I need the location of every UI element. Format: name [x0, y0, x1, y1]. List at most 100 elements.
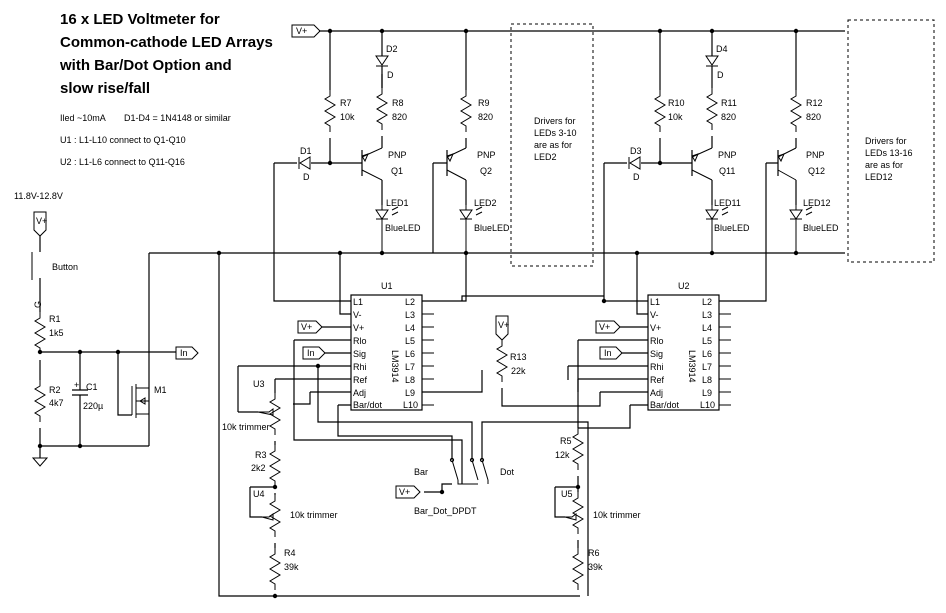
q11-ref: Q11 — [719, 166, 735, 176]
svg-text:V+: V+ — [498, 320, 509, 330]
vplus-flag-r13: V+ — [495, 315, 509, 341]
mosfet-m1 — [117, 253, 150, 446]
trimmer-u4 — [249, 486, 281, 548]
ic-u1: U1 L1 V- V+ Rlo Sig Rhi Ref Adj Bar/dot … — [350, 281, 434, 411]
c1-value: 220µ — [83, 401, 103, 411]
r11-value: 820 — [721, 112, 736, 122]
q2-type: PNP — [477, 150, 496, 160]
drivers-a-line2: LEDs 3-10 — [534, 128, 577, 138]
svg-text:Rhi: Rhi — [650, 362, 664, 372]
u4-ref: U4 — [253, 489, 265, 499]
u3-value: 10k trimmer — [222, 422, 270, 432]
led12-ref: LED12 — [803, 198, 831, 208]
svg-text:Button: Button — [52, 262, 78, 272]
r12-ref: R12 — [806, 98, 823, 108]
svg-text:V+: V+ — [353, 323, 364, 333]
r5-value: 12k — [555, 450, 570, 460]
r9-ref: R9 — [478, 98, 490, 108]
note-current: Iled ~10mA — [60, 113, 106, 123]
svg-text:Sig: Sig — [353, 349, 366, 359]
note-u1: U1 : L1-L10 connect to Q1-Q10 — [60, 135, 186, 145]
svg-text:V+: V+ — [599, 322, 610, 332]
d1-ref: D1 — [300, 146, 312, 156]
led2-ref: LED2 — [474, 198, 497, 208]
in-flag: In — [175, 346, 199, 360]
u5-ref: U5 — [561, 489, 573, 499]
resistor-r2 — [34, 379, 46, 423]
r2-ref: R2 — [49, 385, 61, 395]
q12-type: PNP — [806, 150, 825, 160]
r9-value: 820 — [478, 112, 493, 122]
svg-text:L5: L5 — [405, 336, 415, 346]
svg-text:L1: L1 — [650, 297, 660, 307]
svg-text:U2: U2 — [678, 281, 690, 291]
resistor-r1 — [34, 311, 46, 355]
resistor-r7 — [324, 89, 336, 133]
r5-ref: R5 — [560, 436, 572, 446]
diode-d1 — [274, 156, 362, 170]
resistor-r3 — [269, 444, 281, 488]
drivers-a-line4: LED2 — [534, 152, 557, 162]
diode-d2 — [375, 40, 389, 88]
title-line-3: with Bar/Dot Option and — [59, 57, 232, 74]
svg-text:Bar/dot: Bar/dot — [353, 400, 383, 410]
svg-text:Adj: Adj — [353, 388, 366, 398]
r8-ref: R8 — [392, 98, 404, 108]
svg-text:Rlo: Rlo — [353, 336, 367, 346]
note-supply: 11.8V-12.8V — [14, 191, 63, 201]
transistor-q1 — [361, 147, 383, 205]
svg-text:L3: L3 — [405, 310, 415, 320]
svg-text:V+: V+ — [296, 26, 307, 36]
r10-ref: R10 — [668, 98, 685, 108]
r4-ref: R4 — [284, 548, 296, 558]
svg-text:L10: L10 — [700, 400, 715, 410]
q1-type: PNP — [388, 150, 407, 160]
svg-text:L1: L1 — [353, 297, 363, 307]
r12-value: 820 — [806, 112, 821, 122]
svg-text:Rlo: Rlo — [650, 336, 664, 346]
svg-text:Bar/dot: Bar/dot — [650, 400, 680, 410]
ground-symbol — [31, 457, 49, 467]
svg-text:Sig: Sig — [650, 349, 663, 359]
svg-text:V-: V- — [353, 310, 362, 320]
r10-value: 10k — [668, 112, 683, 122]
led-led11 — [705, 205, 729, 253]
led-led2 — [459, 205, 483, 253]
vplus-flag-switch: V+ — [395, 485, 421, 499]
vplus-flag-u2: V+ — [595, 320, 621, 334]
svg-text:LM3914: LM3914 — [687, 350, 697, 383]
transistor-q12 — [766, 147, 797, 205]
resistor-r9 — [460, 89, 472, 133]
r1-value: 1k5 — [49, 328, 64, 338]
bar-label: Bar — [414, 467, 428, 477]
vplus-flag-left: V+ — [33, 211, 47, 237]
svg-text:L9: L9 — [702, 388, 712, 398]
svg-text:V-: V- — [650, 310, 659, 320]
led11-value: BlueLED — [714, 223, 750, 233]
switch-dpdt — [424, 421, 589, 596]
r1-ref: R1 — [49, 314, 61, 324]
u5-value: 10k trimmer — [593, 510, 641, 520]
drivers-b-line1: Drivers for — [865, 136, 907, 146]
r3-ref: R3 — [255, 450, 267, 460]
resistor-r10 — [654, 89, 666, 133]
q11-type: PNP — [718, 150, 737, 160]
svg-text:V+: V+ — [399, 487, 410, 497]
note-u2: U2 : L1-L6 connect to Q11-Q16 — [60, 157, 185, 167]
r13-ref: R13 — [510, 352, 527, 362]
drivers-b-line4: LED12 — [865, 172, 893, 182]
svg-text:L7: L7 — [405, 362, 415, 372]
svg-text:L7: L7 — [702, 362, 712, 372]
d2-ref: D2 — [386, 44, 398, 54]
vplus-flag-top: V+ — [291, 24, 321, 38]
svg-text:+: + — [74, 380, 79, 390]
vplus-flag-u1: V+ — [297, 320, 323, 334]
d4-value: D — [717, 70, 724, 80]
d4-ref: D4 — [716, 44, 728, 54]
svg-text:L2: L2 — [702, 297, 712, 307]
note-diodes: D1-D4 = 1N4148 or similar — [124, 113, 231, 123]
drivers-b-line3: are as for — [865, 160, 903, 170]
gate-pin-label: G — [33, 301, 43, 308]
q2-ref: Q2 — [480, 166, 492, 176]
